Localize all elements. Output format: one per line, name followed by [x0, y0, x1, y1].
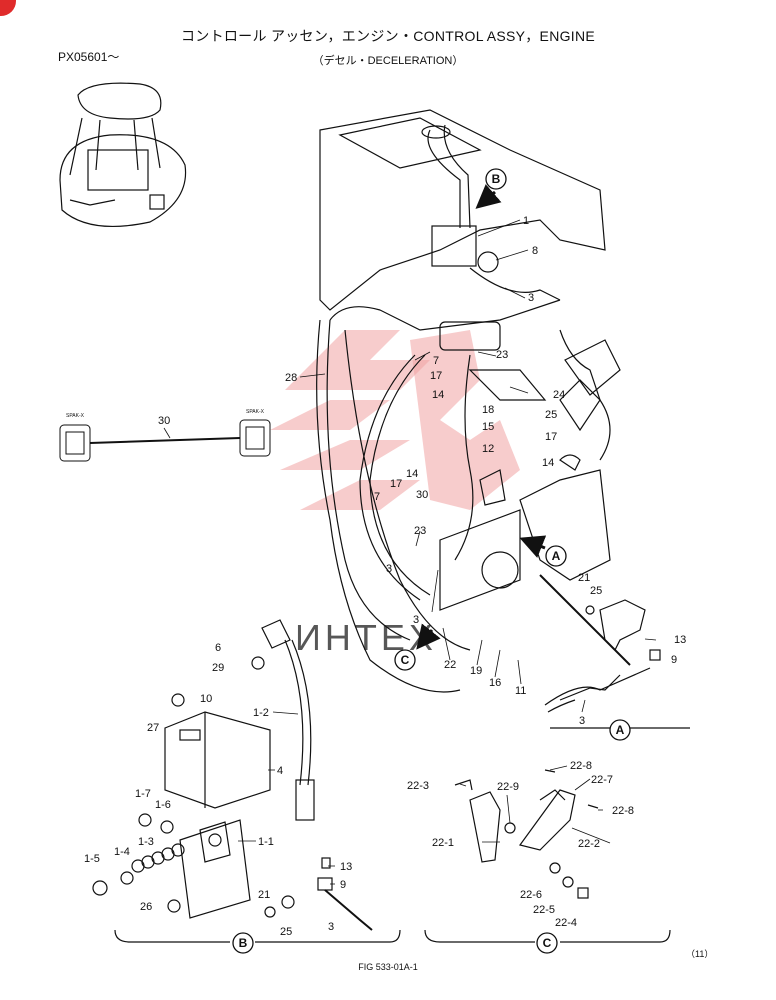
part-label-25-top: 25	[545, 409, 557, 421]
part-label-13-b: 13	[340, 861, 352, 873]
connector-right-label: SPAK-X	[246, 409, 265, 415]
figure-code: FIG 533-01A-1	[358, 962, 418, 972]
part-label-1: 1	[523, 215, 529, 227]
part-label-27: 27	[147, 722, 159, 734]
leader-lines	[163, 219, 657, 885]
part-label-22-2: 22-2	[578, 838, 600, 850]
part-label-26: 26	[140, 901, 152, 913]
part-label-8: 8	[532, 245, 538, 257]
part-label-3-low: 3	[413, 614, 419, 626]
detail-a-bracket	[547, 599, 690, 729]
serial-range: PX05601〜	[58, 50, 120, 64]
part-label-25-a: 25	[590, 585, 602, 597]
part-label-13-a: 13	[674, 634, 686, 646]
part-label-23-mid: 23	[414, 525, 426, 537]
part-label-1-3: 1-3	[138, 836, 154, 848]
part-label-9-a: 9	[671, 654, 677, 666]
part-label-28: 28	[285, 372, 297, 384]
part-label-3-b: 3	[328, 921, 334, 933]
part-label-3-top: 3	[528, 292, 534, 304]
throttle-cable-3	[359, 267, 651, 706]
part-label-17-mid: 17	[390, 478, 402, 490]
svg-text:B: B	[492, 172, 501, 186]
part-label-22-6: 22-6	[520, 889, 542, 901]
part-label-7-mid: 7	[374, 491, 380, 503]
detail-c-bracket-assembly	[424, 769, 671, 943]
svg-text:B: B	[239, 936, 248, 950]
part-label-11: 11	[515, 685, 526, 697]
part-label-17-top: 17	[430, 370, 442, 382]
svg-text:A: A	[616, 723, 625, 737]
svg-text:A: A	[552, 549, 561, 563]
view-marker-c-main: C	[394, 649, 416, 671]
part-label-30-harness: 30	[158, 415, 170, 427]
part-label-30-mid: 30	[416, 489, 428, 501]
part-label-15: 15	[482, 421, 494, 433]
engine-assembly	[316, 109, 621, 693]
detail-b-lever-assembly	[92, 619, 401, 943]
part-label-22-4: 22-4	[555, 917, 577, 929]
view-marker-c-detail: C	[536, 932, 558, 954]
part-label-25-b: 25	[280, 926, 292, 938]
part-label-14-a: 14	[432, 389, 444, 401]
part-label-14-c: 14	[406, 468, 418, 480]
part-label-21-a: 21	[578, 572, 590, 584]
part-label-7-top: 7	[433, 355, 439, 367]
view-marker-b-detail: B	[232, 932, 254, 954]
svg-text:C: C	[401, 653, 410, 667]
part-label-24: 24	[553, 389, 565, 401]
part-label-1-2: 1-2	[253, 707, 269, 719]
wire-harness-30	[59, 419, 271, 462]
part-label-3-mid: 3	[386, 563, 392, 575]
page-subtitle: （デセル・DECELERATION）	[312, 55, 464, 67]
part-label-22-8-top: 22-8	[570, 760, 592, 772]
part-label-22-9: 22-9	[497, 781, 519, 793]
part-label-18: 18	[482, 404, 494, 416]
part-label-22-1: 22-1	[432, 837, 454, 849]
part-label-23-top: 23	[496, 349, 508, 361]
part-label-9-b: 9	[340, 879, 346, 891]
part-label-22: 22	[444, 659, 456, 671]
view-marker-a-detail: A	[609, 719, 631, 741]
part-labels: 1 8 3 28 7 17 23 24 14 18 25 15 17 30 12…	[84, 215, 686, 938]
part-label-17-right: 17	[545, 431, 557, 443]
part-label-1-7: 1-7	[135, 788, 151, 800]
page-number: （11）	[686, 949, 714, 959]
part-label-12: 12	[482, 443, 494, 455]
part-label-21-b: 21	[258, 889, 270, 901]
part-label-1-1: 1-1	[258, 836, 274, 848]
part-label-22-7: 22-7	[591, 774, 613, 786]
part-label-1-5: 1-5	[84, 853, 100, 865]
view-arrows	[416, 184, 547, 650]
part-label-4: 4	[277, 765, 283, 777]
view-marker-a-main: A	[545, 545, 567, 567]
svg-text:C: C	[543, 936, 552, 950]
part-label-1-4: 1-4	[114, 846, 130, 858]
part-label-6: 6	[215, 642, 221, 654]
part-label-1-6: 1-6	[155, 799, 171, 811]
part-label-16: 16	[489, 677, 501, 689]
part-label-22-8-right: 22-8	[612, 805, 634, 817]
part-label-10: 10	[200, 693, 212, 705]
part-label-3-a: 3	[579, 715, 585, 727]
part-label-22-3: 22-3	[407, 780, 429, 792]
part-label-22-5: 22-5	[533, 904, 555, 916]
connector-left-label: SPAK-X	[66, 413, 85, 419]
machine-thumbnail	[59, 82, 187, 227]
page-title: コントロール アッセン，エンジン・CONTROL ASSY，ENGINE	[180, 28, 596, 44]
part-label-29: 29	[212, 662, 224, 674]
watermark-logo: ИНТЕХ	[270, 330, 520, 658]
part-label-19: 19	[470, 665, 482, 677]
view-marker-b-top: B	[485, 168, 507, 190]
part-label-14-b: 14	[542, 457, 554, 469]
